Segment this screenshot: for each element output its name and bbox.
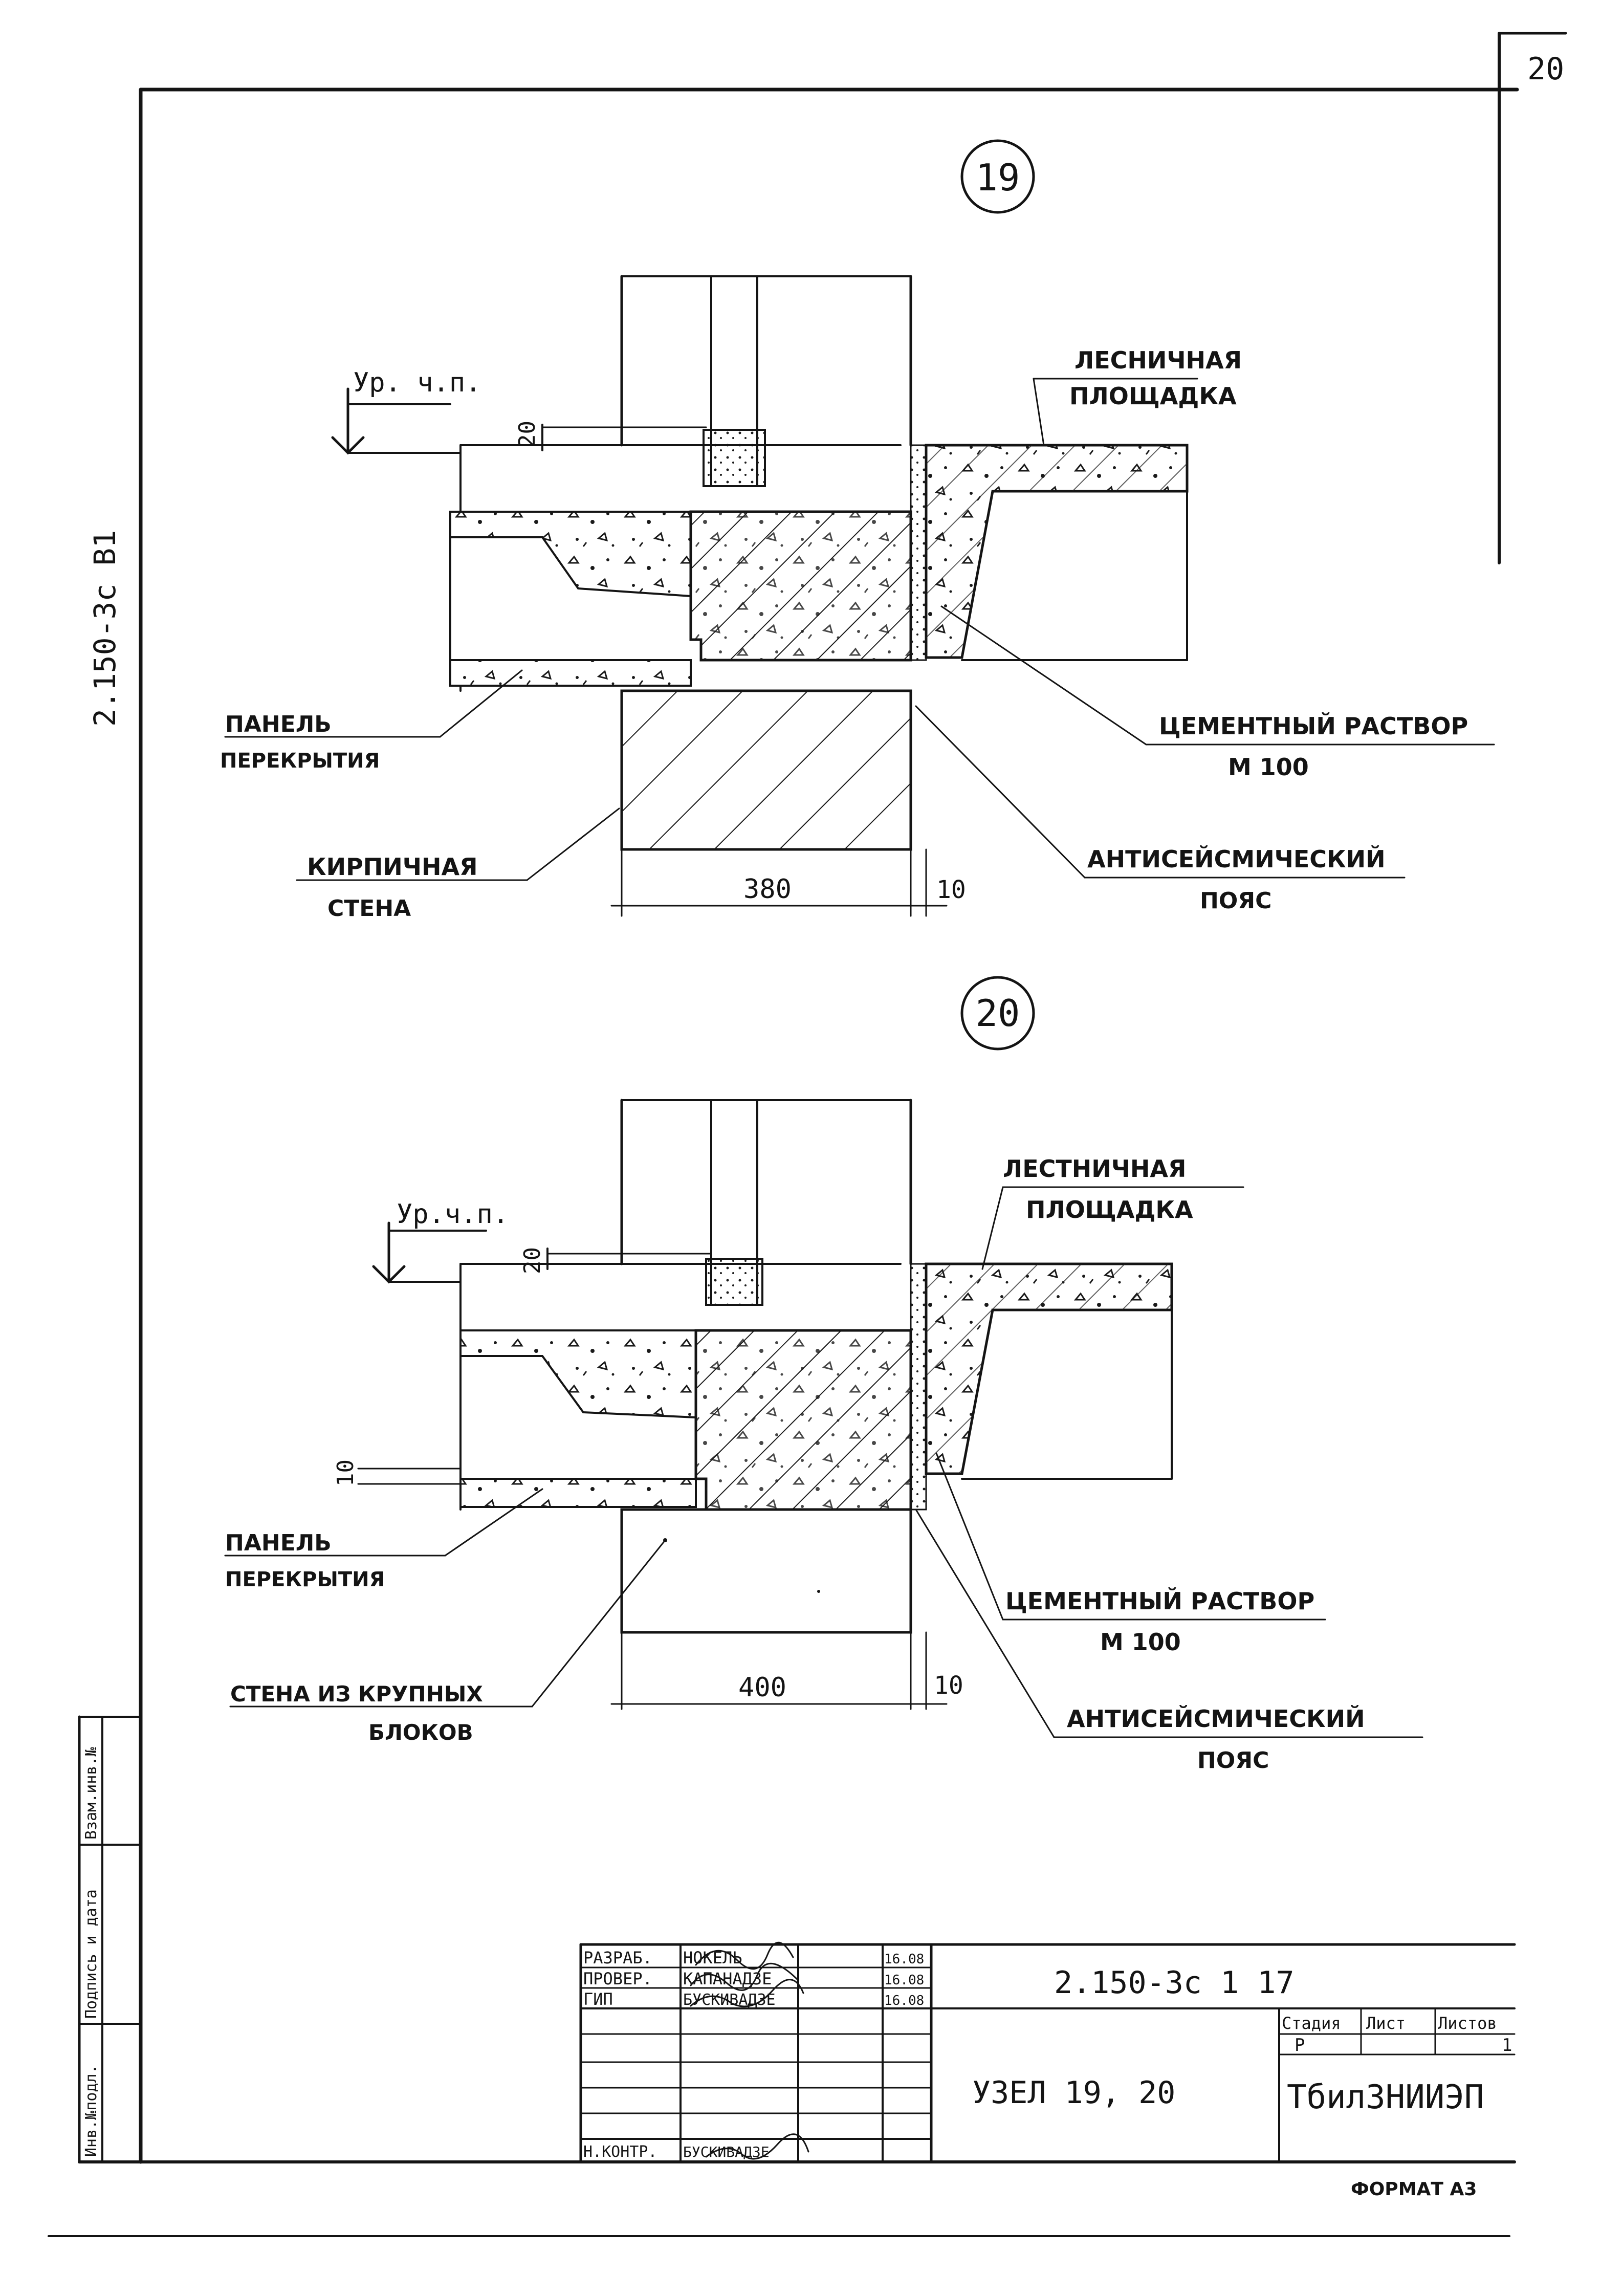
- node-19-label-mortar-2: М 100: [1228, 753, 1309, 781]
- node-19-label-mortar-1: ЦЕМЕНТНЫЙ РАСТВОР: [1159, 712, 1468, 740]
- node-19-upper-wall: [620, 275, 912, 487]
- node-19-dim-top: 20: [514, 421, 540, 448]
- node-20-label-belt-2: ПОЯС: [1197, 1747, 1269, 1774]
- node-20-mortar-gap: [910, 1263, 927, 1511]
- tb-role-3: ГИП: [583, 1989, 613, 2009]
- node-20-label-landing-2: ПЛОЩАДКА: [1026, 1196, 1193, 1223]
- node-19-label-landing-1: ЛЕСНИЧНАЯ: [1074, 346, 1242, 374]
- tb-name-1: НОКЕЛЬ: [683, 1948, 742, 1967]
- tb-code: 2.150-3с 1 17: [1054, 1965, 1295, 2001]
- tb-name-3: БУСКИВАДЗЕ: [683, 1991, 776, 2009]
- node-19-brick-wall: [620, 689, 912, 851]
- node-19-label-belt-1: АНТИСЕЙСМИЧЕСКИЙ: [1087, 845, 1386, 873]
- node-20-label-wall-1: СТЕНА ИЗ КРУПНЫХ: [230, 1681, 483, 1707]
- sheet-frame: [48, 32, 1567, 2237]
- node-20-block-wall: [620, 1508, 912, 1634]
- node-19-mortar-gap: [910, 444, 927, 661]
- node-19-dim-wall: 380: [743, 874, 792, 905]
- node-20-label-landing-1: ЛЕСТНИЧНАЯ: [1003, 1155, 1186, 1183]
- tb-sheet: 1: [1502, 2035, 1512, 2056]
- node-20-label-wall-2: БЛОКОВ: [368, 1720, 473, 1745]
- node-19-level-mark: [331, 387, 462, 455]
- node-20-label-belt-1: АНТИСЕЙСМИЧЕСКИЙ: [1067, 1705, 1365, 1733]
- tb-stage-header: Стадия: [1282, 2014, 1341, 2033]
- node-20-seismic-belt: [694, 1329, 912, 1511]
- node-19-level-label: Ур. ч.п.: [353, 367, 481, 398]
- node-20-level-label: Ур.ч.п.: [397, 1199, 509, 1230]
- node-20: 20: [224, 976, 1423, 1774]
- tb-date-2: 16.08: [884, 1973, 924, 1988]
- stamp-inv: Инв.№подл.: [82, 2064, 100, 2157]
- node-20-dim-side: 10: [333, 1459, 359, 1486]
- node-19-stair-landing: [925, 444, 1189, 661]
- node-19-marker: [960, 139, 1035, 214]
- tb-sheets-header: Листов: [1438, 2014, 1497, 2033]
- node-19-dim-gap: 10: [936, 876, 966, 904]
- node-20-stair-landing: [925, 1262, 1173, 1480]
- node-19-seismic-belt: [689, 510, 912, 662]
- node-20-bottom-dims: [610, 1631, 948, 1710]
- tb-title: УЗЕЛ 19, 20: [972, 2075, 1175, 2111]
- tb-role-2: ПРОВЕР.: [583, 1969, 652, 1988]
- node-20-upper-wall: [620, 1099, 912, 1306]
- node-20-marker: [960, 976, 1035, 1051]
- node-19-number: 19: [976, 156, 1020, 199]
- tb-name-4: БУСКИВАДЗЕ: [683, 2144, 770, 2160]
- tb-stage: Р: [1295, 2035, 1305, 2056]
- node-19-bottom-dims: [610, 848, 948, 917]
- stamp-signature: Подпись и дата: [82, 1889, 100, 2019]
- node-20-dim-gap: 10: [934, 1671, 963, 1700]
- node-20-number: 20: [976, 992, 1020, 1035]
- node-19-label-wall-1: КИРПИЧНАЯ: [307, 853, 478, 881]
- title-block: [579, 1941, 1516, 2163]
- node-20-label-panel-2: ПЕРЕКРЫТИЯ: [225, 1568, 385, 1591]
- tb-date-1: 16.08: [884, 1952, 924, 1967]
- node-19-label-panel-1: ПАНЕЛЬ: [225, 711, 332, 737]
- side-code: 2.150-3с В1: [87, 530, 122, 727]
- node-20-dim-wall: 400: [738, 1672, 786, 1703]
- tb-name-2: КАПАНАДЗЕ: [683, 1969, 772, 1988]
- node-19-leaders: [224, 378, 1495, 881]
- tb-date-3: 16.08: [884, 1993, 924, 2008]
- node-19: 19: [220, 139, 1495, 922]
- node-19-label-wall-2: СТЕНА: [327, 895, 411, 922]
- node-20-label-mortar-2: М 100: [1100, 1628, 1181, 1656]
- tb-sheet-header: Лист: [1366, 2014, 1406, 2033]
- stamp-replace: Взам.инв.№: [82, 1747, 100, 1840]
- node-20-label-panel-1: ПАНЕЛЬ: [225, 1530, 332, 1556]
- node-20-level-mark: [372, 1221, 487, 1284]
- format-label: ФОРМАТ А3: [1351, 2179, 1477, 2200]
- left-stamp: Инв.№подл. Подпись и дата Взам.инв.№: [78, 1715, 142, 2163]
- node-20-dim-top: 20: [519, 1247, 545, 1274]
- tb-organization: ТбилЗНИИЭП: [1287, 2079, 1484, 2116]
- node-20-leaders: [224, 1186, 1423, 1738]
- node-20-floor-panel: [459, 1329, 697, 1508]
- sheet-number: 20: [1527, 51, 1564, 87]
- node-20-label-mortar-1: ЦЕМЕНТНЫЙ РАСТВОР: [1005, 1587, 1314, 1615]
- tb-role-4: Н.КОНТР.: [583, 2143, 657, 2161]
- tb-role-1: РАЗРАБ.: [583, 1948, 652, 1967]
- node-19-label-panel-2: ПЕРЕКРЫТИЯ: [220, 749, 380, 773]
- node-19-label-landing-2: ПЛОЩАДКА: [1069, 382, 1237, 410]
- node-19-label-belt-2: ПОЯС: [1200, 888, 1271, 914]
